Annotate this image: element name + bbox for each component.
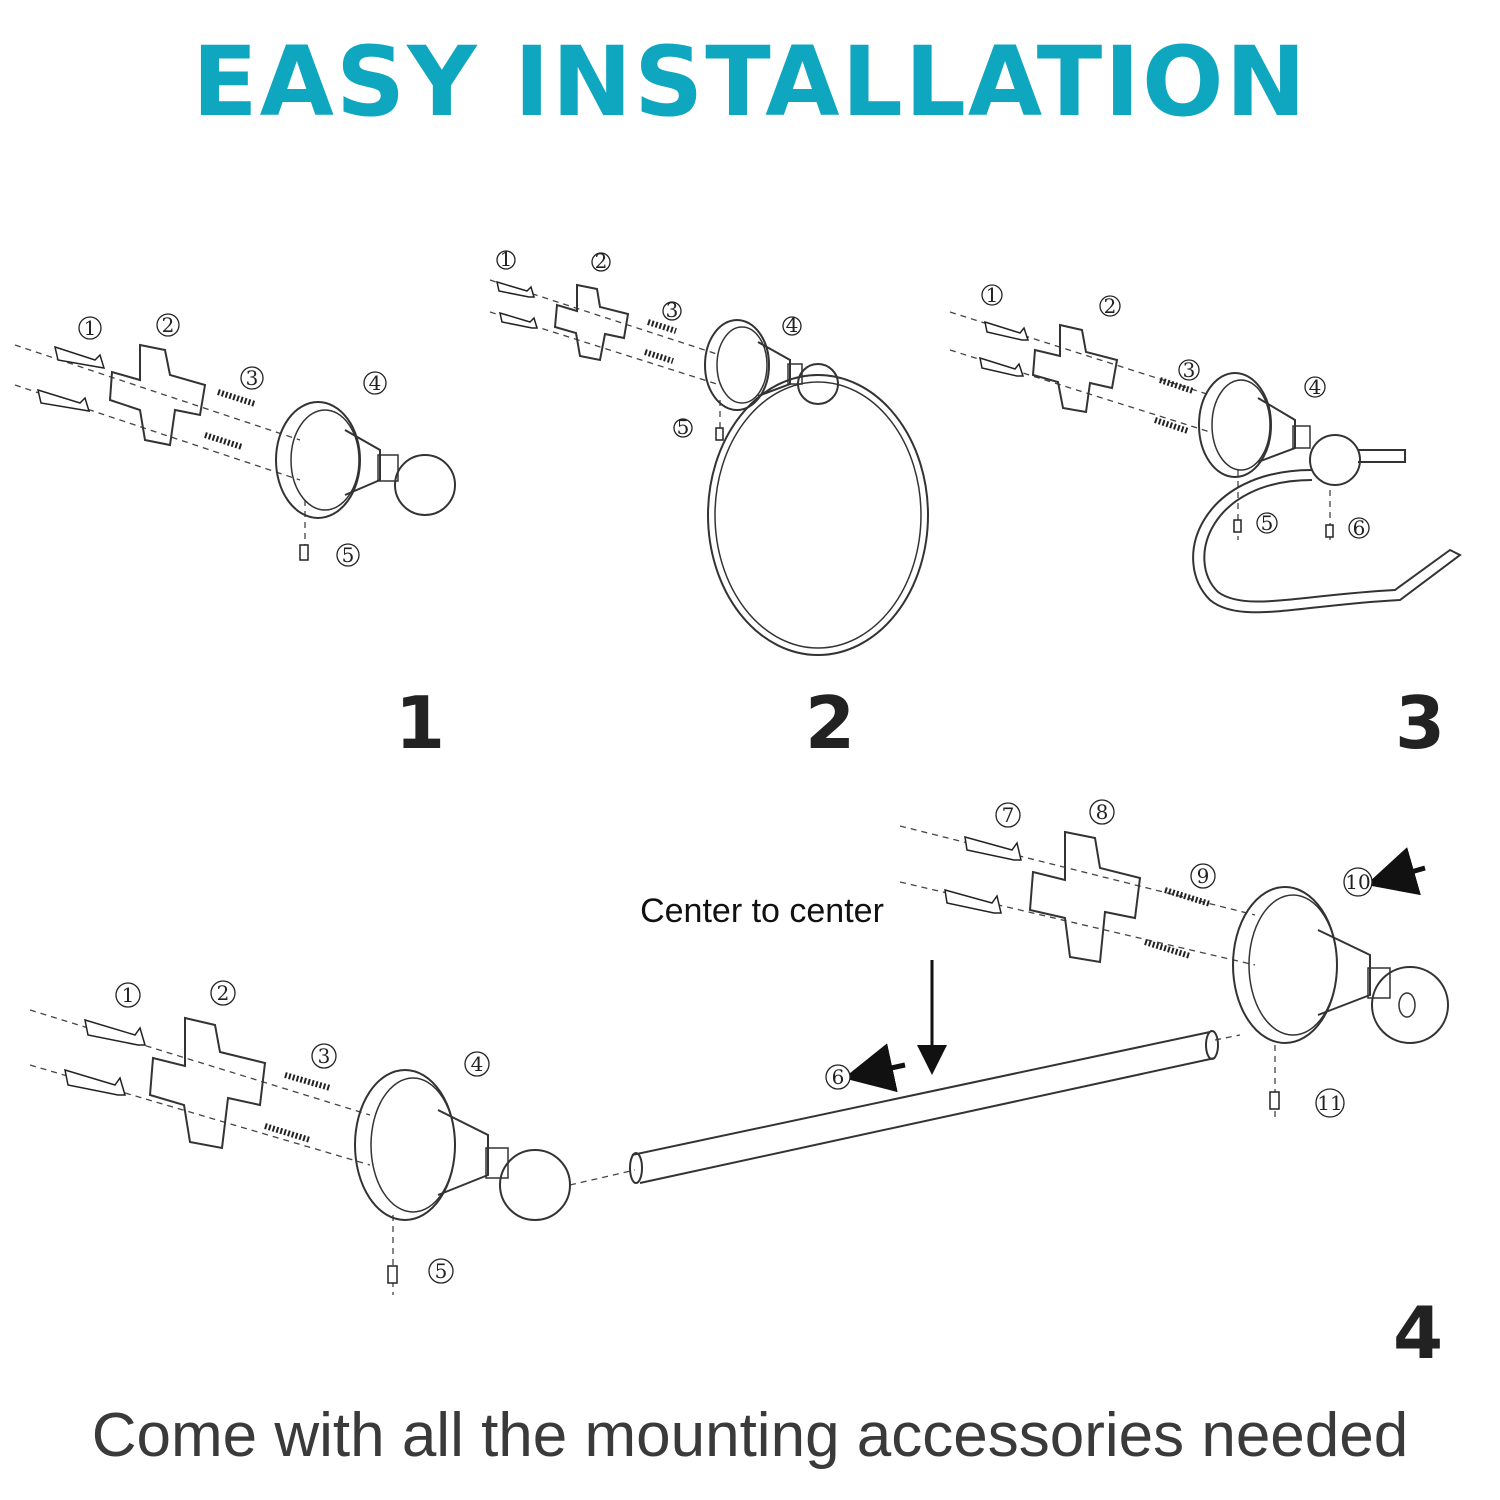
callout-3: 3	[1178, 358, 1200, 382]
set-screw-icon	[299, 544, 309, 561]
callout-5: 5	[428, 1258, 454, 1284]
wall-anchor-icon	[64, 1018, 147, 1096]
svg-text:3: 3	[666, 298, 679, 322]
callout-2: 2	[210, 980, 236, 1006]
callout-1: 1	[78, 316, 102, 340]
arrow-left-icon	[1365, 847, 1426, 896]
svg-text:1: 1	[84, 316, 97, 340]
center-to-center-label: Center to center	[640, 892, 884, 930]
mounting-plate-icon	[1031, 323, 1119, 414]
svg-text:11: 11	[1317, 1091, 1342, 1115]
callout-2: 2	[1099, 294, 1121, 318]
svg-text:5: 5	[677, 415, 690, 439]
screw-icon	[1154, 377, 1194, 434]
svg-text:2: 2	[217, 981, 230, 1005]
svg-text:5: 5	[1261, 511, 1274, 535]
svg-text:3: 3	[1183, 358, 1196, 382]
towel-ring-icon	[704, 319, 929, 656]
arrow-left-icon	[843, 1043, 906, 1093]
svg-text:5: 5	[435, 1259, 448, 1283]
set-screw-icon	[1233, 519, 1242, 533]
mounting-plate-icon	[1028, 830, 1142, 964]
svg-text:7: 7	[1002, 803, 1015, 827]
towel-bar-icon	[629, 1030, 1219, 1184]
svg-text:2: 2	[595, 249, 608, 273]
svg-text:4: 4	[369, 371, 382, 395]
screw-icon	[264, 1072, 331, 1143]
callout-2: 2	[591, 249, 611, 273]
svg-text:6: 6	[1353, 516, 1366, 540]
wall-anchor-icon	[36, 345, 106, 412]
callout-6: 6	[825, 1064, 851, 1090]
set-screw-icon	[1325, 524, 1334, 538]
mounting-plate-icon	[553, 283, 630, 362]
callout-8: 8	[1089, 799, 1115, 825]
towel-bar-bracket-left-icon	[354, 1069, 571, 1221]
callout-4: 4	[782, 313, 802, 337]
callout-5: 5	[1256, 511, 1278, 535]
callout-4: 4	[464, 1051, 490, 1077]
callout-7: 7	[995, 802, 1021, 828]
callout-3: 3	[240, 366, 264, 390]
wall-anchor-icon	[944, 835, 1022, 914]
callout-1: 1	[496, 247, 516, 271]
set-screw-icon	[1269, 1091, 1280, 1110]
callout-3: 3	[662, 298, 682, 322]
callout-2: 2	[156, 313, 180, 337]
callout-4: 4	[363, 371, 387, 395]
paper-holder-icon	[1192, 372, 1462, 614]
svg-text:2: 2	[162, 313, 175, 337]
screw-icon	[204, 389, 256, 450]
svg-text:9: 9	[1197, 864, 1210, 888]
callout-3: 3	[311, 1043, 337, 1069]
step-number-4: 4	[1393, 1291, 1443, 1375]
caption: Come with all the mounting accessories n…	[91, 1401, 1409, 1470]
svg-text:1: 1	[500, 247, 513, 271]
step-number-1: 1	[395, 681, 445, 765]
svg-text:4: 4	[471, 1052, 484, 1076]
set-screw-icon	[387, 1265, 398, 1284]
towel-bar-bracket-right-icon	[1232, 886, 1449, 1044]
svg-text:8: 8	[1096, 800, 1109, 824]
callout-1: 1	[981, 283, 1003, 307]
mounting-plate-icon	[148, 1016, 267, 1150]
wall-anchor-icon	[979, 320, 1030, 377]
callout-10: 10	[1343, 867, 1373, 897]
mounting-plate-icon	[108, 343, 207, 447]
svg-text:4: 4	[786, 313, 799, 337]
screw-icon	[644, 319, 677, 364]
svg-text:1: 1	[122, 983, 135, 1007]
callout-5: 5	[673, 415, 693, 439]
step-1-diagram: 1 2 3 4 5 1	[14, 313, 456, 765]
svg-text:5: 5	[342, 543, 355, 567]
screw-icon	[1144, 887, 1211, 959]
svg-text:6: 6	[832, 1065, 845, 1089]
robe-hook-icon	[275, 401, 456, 519]
step-number-2: 2	[805, 681, 855, 765]
wall-anchor-icon	[495, 280, 539, 329]
svg-text:1: 1	[986, 283, 999, 307]
callout-1: 1	[115, 982, 141, 1008]
callout-4: 4	[1304, 375, 1326, 399]
svg-text:3: 3	[246, 366, 259, 390]
set-screw-icon	[715, 427, 724, 441]
step-number-3: 3	[1395, 681, 1445, 765]
svg-text:4: 4	[1309, 375, 1322, 399]
callout-11: 11	[1315, 1088, 1345, 1118]
step-4-diagram: Center to center 1 2 3 4 5 6 7 8 9 10 11…	[29, 799, 1449, 1375]
svg-text:10: 10	[1345, 870, 1370, 894]
svg-text:3: 3	[318, 1044, 331, 1068]
callout-5: 5	[336, 543, 360, 567]
callout-9: 9	[1190, 863, 1216, 889]
page-title: EASY INSTALLATION	[192, 26, 1308, 138]
step-3-diagram: 1 2 3 4 5 6 3	[949, 283, 1462, 765]
svg-text:2: 2	[1104, 294, 1117, 318]
callout-6: 6	[1348, 516, 1370, 540]
step-2-diagram: 1 2 3 4 5 2	[489, 247, 929, 765]
